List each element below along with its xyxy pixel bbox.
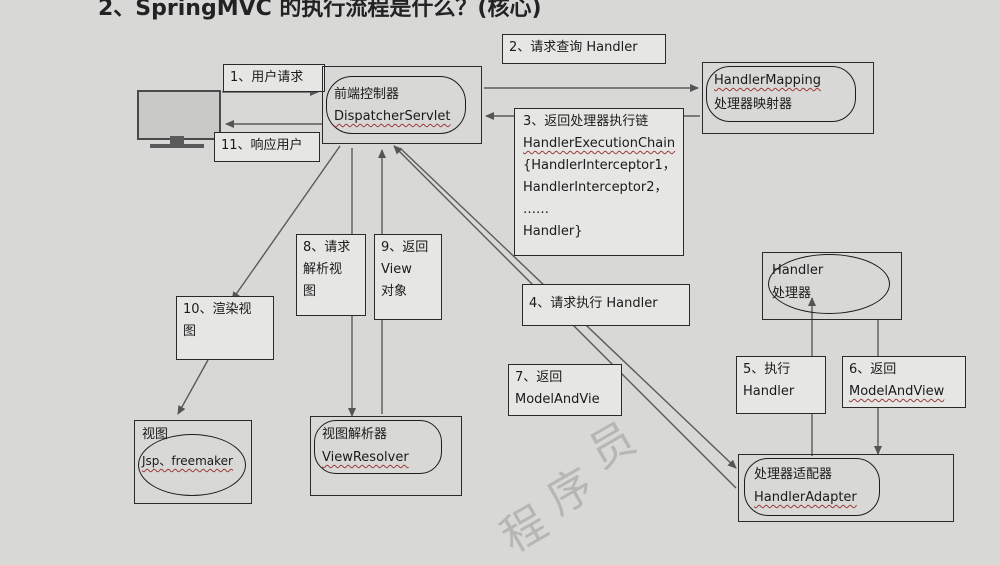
step-2-label: 2、请求查询 Handler: [502, 34, 666, 64]
arrow-render-view-2: [177, 359, 209, 415]
step-10-label: 10、渲染视 图: [176, 296, 274, 360]
dispatcher-servlet-box: [322, 66, 482, 144]
step-4-label: 4、请求执行 Handler: [522, 284, 690, 326]
dispatcher-line1: 前端控制器: [334, 87, 400, 102]
view-line1: 视图: [142, 427, 169, 442]
handler-line2: 处理器: [772, 286, 812, 301]
dispatcher-servlet-oval: [326, 76, 466, 134]
view-line2: Jsp、freemaker: [142, 454, 233, 468]
handler-mapping-line2: 处理器映射器: [714, 97, 793, 112]
page-title: 2、SpringMVC 的执行流程是什么？(核心): [98, 0, 542, 21]
step-3-label: 3、返回处理器执行链 HandlerExecutionChain {Handle…: [514, 108, 684, 256]
handler-mapping-box: [702, 62, 874, 134]
step-8-label: 8、请求 解析视 图: [296, 234, 366, 316]
view-oval: [138, 434, 246, 496]
step-9-label: 9、返回 View 对象: [374, 234, 442, 320]
view-resolver-box: [310, 416, 462, 496]
step-7-label: 7、返回 ModelAndVie: [508, 364, 622, 416]
monitor-icon: [137, 90, 221, 140]
view-box: [134, 420, 252, 504]
arrow-render-view: [231, 145, 341, 301]
handler-mapping-oval: [706, 66, 856, 122]
handler-oval: [768, 254, 890, 314]
step-5-label: 5、执行 Handler: [736, 356, 826, 414]
handler-adapter-line1: 处理器适配器: [754, 467, 833, 482]
step-6-label: 6、返回 ModelAndView: [842, 356, 966, 408]
handler-line1: Handler: [772, 263, 824, 278]
view-resolver-oval: [314, 420, 442, 474]
dispatcher-line2: DispatcherServlet: [334, 109, 451, 124]
view-resolver-line1: 视图解析器: [322, 427, 388, 442]
handler-adapter-box: [738, 454, 954, 522]
view-resolver-line2: ViewResolver: [322, 450, 409, 465]
handler-mapping-line1: HandlerMapping: [714, 73, 821, 88]
step-11-label: 11、响应用户: [214, 132, 320, 162]
handler-adapter-oval: [744, 458, 880, 516]
handler-adapter-line2: HandlerAdapter: [754, 490, 857, 505]
handler-box: [762, 252, 902, 320]
step-1-label: 1、用户请求: [223, 64, 325, 92]
